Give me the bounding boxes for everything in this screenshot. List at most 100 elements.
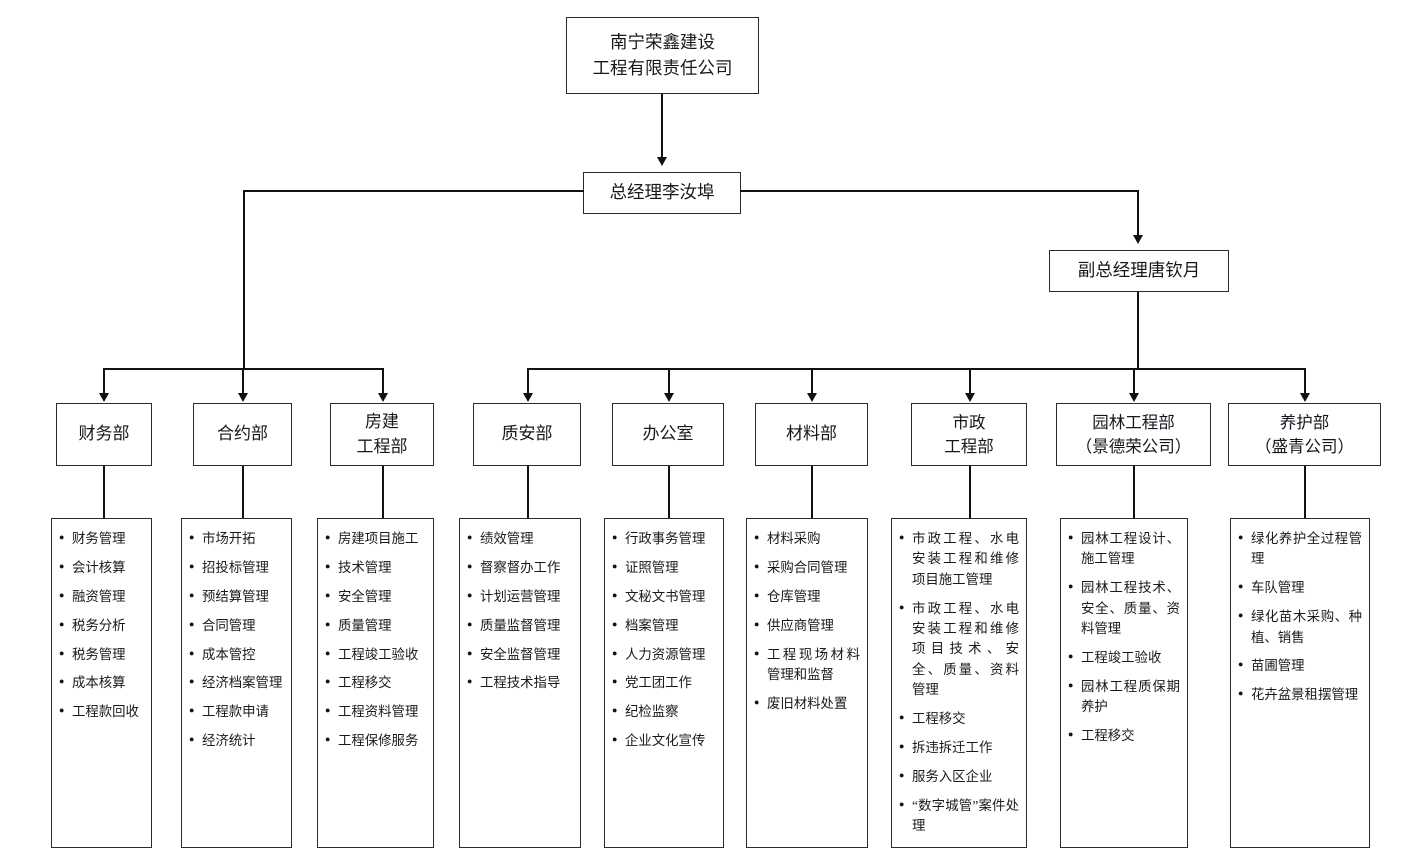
duty-item: 工程移交: [1068, 726, 1180, 746]
stem-dept-4: [668, 466, 671, 518]
dept-box-finance: 财务部: [56, 403, 152, 466]
duty-item: 招投标管理: [189, 558, 284, 578]
duty-item: 安全监督管理: [467, 645, 573, 665]
duty-item: 工程保修服务: [325, 731, 426, 751]
duty-item: 融资管理: [59, 587, 144, 607]
duty-item: 园林工程设计、施工管理: [1068, 529, 1180, 570]
duty-panel-materials: 材料采购采购合同管理仓库管理供应商管理工程现场材料管理和监督废旧材料处置: [746, 518, 868, 848]
duty-item: 房建项目施工: [325, 529, 426, 549]
duty-item: “数字城管”案件处理: [899, 796, 1019, 837]
connector-drop-dept-0: [103, 368, 105, 393]
duty-item: 文秘文书管理: [612, 587, 716, 607]
duty-item: 拆违拆迁工作: [899, 738, 1019, 758]
duty-item: 行政事务管理: [612, 529, 716, 549]
connector-gm-left-drop: [243, 190, 245, 368]
connector-drop-dept-3: [527, 368, 529, 393]
arrow-dept-1: [238, 393, 248, 402]
connector-drop-dept-5: [811, 368, 813, 393]
duty-item: 督察督办工作: [467, 558, 573, 578]
duty-list: 市场开拓招投标管理预结算管理合同管理成本管控经济档案管理工程款申请经济统计: [189, 529, 284, 752]
stem-dept-2: [382, 466, 385, 518]
duty-item: 工程款申请: [189, 702, 284, 722]
duty-item: 会计核算: [59, 558, 144, 578]
connector-gm-left-arm: [243, 190, 584, 192]
arrow-dept-3: [523, 393, 533, 402]
duty-panel-quality-safety: 绩效管理督察督办工作计划运营管理质量监督管理安全监督管理工程技术指导: [459, 518, 581, 848]
duty-item: 工程现场材料管理和监督: [754, 645, 860, 686]
duty-item: 仓库管理: [754, 587, 860, 607]
duty-item: 园林工程质保期养护: [1068, 677, 1180, 718]
stem-dept-5: [811, 466, 814, 518]
duty-list: 财务管理会计核算融资管理税务分析税务管理成本核算工程款回收: [59, 529, 144, 723]
duty-item: 绩效管理: [467, 529, 573, 549]
node-general-manager: 总经理李汝埠: [583, 172, 741, 214]
duty-item: 废旧材料处置: [754, 694, 860, 714]
duty-item: 绿化养护全过程管理: [1238, 529, 1362, 570]
dept-box-municipal-engineering: 市政 工程部: [911, 403, 1027, 466]
duty-item: 工程移交: [325, 673, 426, 693]
duty-item: 供应商管理: [754, 616, 860, 636]
duty-item: 工程竣工验收: [1068, 648, 1180, 668]
dept-label-landscape-engineering: 园林工程部 （景德荣公司）: [1075, 412, 1192, 456]
dept-label-quality-safety: 质安部: [501, 424, 553, 444]
duty-panel-maintenance: 绿化养护全过程管理车队管理绿化苗木采购、种植、销售苗圃管理花卉盆景租摆管理: [1230, 518, 1370, 848]
duty-item: 经济档案管理: [189, 673, 284, 693]
dept-box-landscape-engineering: 园林工程部 （景德荣公司）: [1056, 403, 1211, 466]
duty-panel-landscape-engineering: 园林工程设计、施工管理园林工程技术、安全、质量、资料管理工程竣工验收园林工程质保…: [1060, 518, 1188, 848]
duty-item: 党工团工作: [612, 673, 716, 693]
arrow-gm-to-dgm: [1133, 235, 1143, 244]
duty-item: 成本核算: [59, 673, 144, 693]
duty-item: 苗圃管理: [1238, 656, 1362, 676]
duty-item: 税务分析: [59, 616, 144, 636]
duty-item: 工程移交: [899, 709, 1019, 729]
duty-list: 市政工程、水电安装工程和维修项目施工管理市政工程、水电安装工程和维修项目技术、安…: [899, 529, 1019, 836]
duty-panel-office: 行政事务管理证照管理文秘文书管理档案管理人力资源管理党工团工作纪检监察企业文化宣…: [604, 518, 724, 848]
stem-dept-7: [1133, 466, 1136, 518]
duty-item: 税务管理: [59, 645, 144, 665]
node-company: 南宁荣鑫建设 工程有限责任公司: [566, 17, 759, 94]
connector-drop-dept-1: [242, 368, 244, 393]
duty-item: 市政工程、水电安装工程和维修项目技术、安全、质量、资料管理: [899, 599, 1019, 701]
connector-dgm-drop: [1137, 292, 1139, 369]
arrow-company-to-gm: [657, 157, 667, 166]
dept-box-materials: 材料部: [755, 403, 868, 466]
duty-panel-municipal-engineering: 市政工程、水电安装工程和维修项目施工管理市政工程、水电安装工程和维修项目技术、安…: [891, 518, 1027, 848]
node-general-manager-label: 总经理李汝埠: [609, 182, 715, 203]
duty-item: 技术管理: [325, 558, 426, 578]
dept-label-materials: 材料部: [786, 424, 837, 444]
duty-item: 车队管理: [1238, 578, 1362, 598]
duty-item: 绿化苗木采购、种植、销售: [1238, 607, 1362, 648]
duty-list: 绩效管理督察督办工作计划运营管理质量监督管理安全监督管理工程技术指导: [467, 529, 573, 694]
duty-item: 档案管理: [612, 616, 716, 636]
connector-company-to-gm: [661, 94, 663, 157]
duty-item: 市场开拓: [189, 529, 284, 549]
duty-item: 花卉盆景租摆管理: [1238, 685, 1362, 705]
dept-label-office: 办公室: [642, 424, 694, 444]
dept-label-housing-engineering: 房建 工程部: [356, 411, 408, 456]
dept-box-maintenance: 养护部 （盛青公司）: [1228, 403, 1381, 466]
connector-drop-dept-8: [1304, 368, 1306, 393]
connector-drop-dept-2: [382, 368, 384, 393]
connector-gm-to-dgm: [1137, 190, 1139, 235]
duty-item: 财务管理: [59, 529, 144, 549]
dept-label-municipal-engineering: 市政 工程部: [944, 412, 994, 456]
duty-item: 市政工程、水电安装工程和维修项目施工管理: [899, 529, 1019, 590]
duty-panel-housing-engineering: 房建项目施工技术管理安全管理质量管理工程竣工验收工程移交工程资料管理工程保修服务: [317, 518, 434, 848]
duty-item: 材料采购: [754, 529, 860, 549]
duty-item: 采购合同管理: [754, 558, 860, 578]
duty-list: 绿化养护全过程管理车队管理绿化苗木采购、种植、销售苗圃管理花卉盆景租摆管理: [1238, 529, 1362, 706]
node-deputy-general-manager-label: 副总经理唐钦月: [1077, 260, 1201, 281]
dept-box-quality-safety: 质安部: [473, 403, 581, 466]
node-deputy-general-manager: 副总经理唐钦月: [1049, 250, 1229, 292]
duty-item: 纪检监察: [612, 702, 716, 722]
duty-item: 证照管理: [612, 558, 716, 578]
connector-drop-dept-6: [969, 368, 971, 393]
duty-item: 质量监督管理: [467, 616, 573, 636]
duty-panel-finance: 财务管理会计核算融资管理税务分析税务管理成本核算工程款回收: [51, 518, 152, 848]
arrow-dept-4: [664, 393, 674, 402]
duty-item: 工程资料管理: [325, 702, 426, 722]
duty-item: 企业文化宣传: [612, 731, 716, 751]
connector-gm-right-arm: [740, 190, 1139, 192]
duty-list: 园林工程设计、施工管理园林工程技术、安全、质量、资料管理工程竣工验收园林工程质保…: [1068, 529, 1180, 746]
